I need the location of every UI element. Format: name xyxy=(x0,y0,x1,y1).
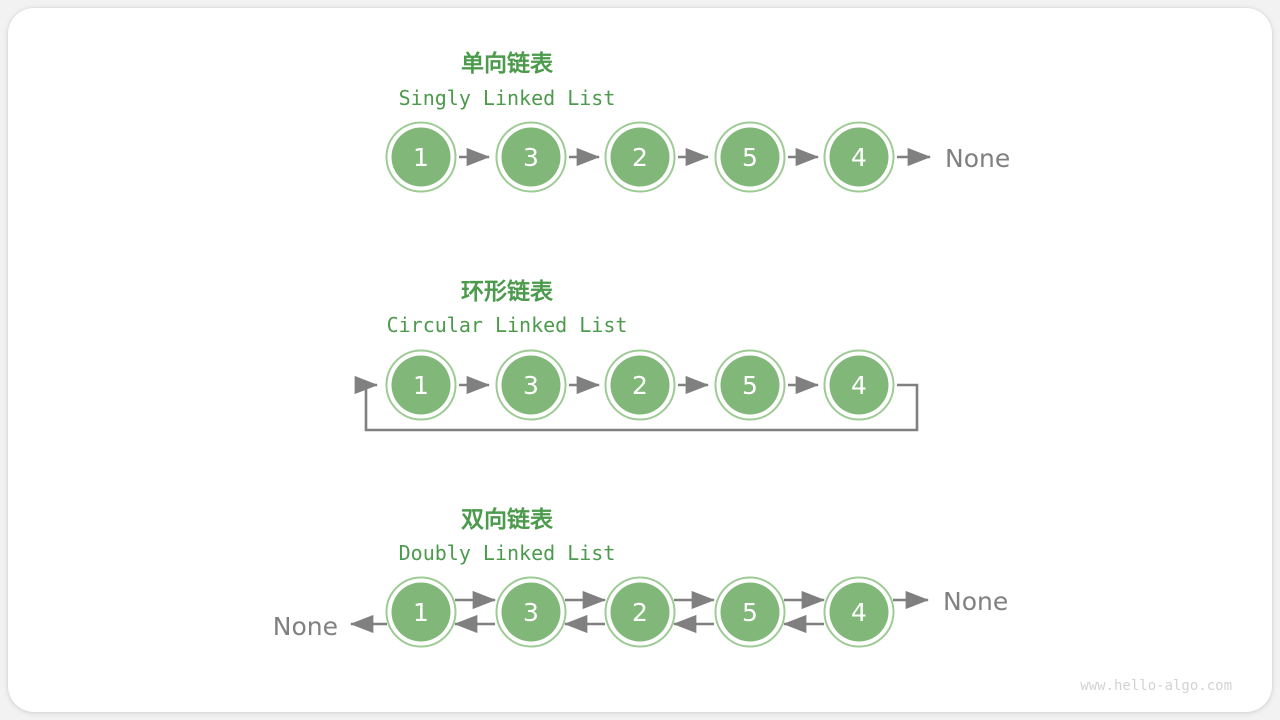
circular-node-0: 1 xyxy=(385,349,457,421)
section-title-en-doubly: Doubly Linked List xyxy=(399,541,616,565)
doubly-node-1: 3 xyxy=(495,576,567,648)
node-value: 2 xyxy=(632,371,648,400)
node-value: 5 xyxy=(742,143,758,172)
node-value: 1 xyxy=(413,143,429,172)
node-value: 1 xyxy=(413,598,429,627)
section-title-en-circular: Circular Linked List xyxy=(387,313,628,337)
singly-node-3: 5 xyxy=(714,121,786,193)
node-value: 2 xyxy=(632,143,648,172)
watermark-label: www.hello-algo.com xyxy=(1080,678,1232,694)
circular-node-3: 5 xyxy=(714,349,786,421)
singly-node-0: 1 xyxy=(385,121,457,193)
node-value: 5 xyxy=(742,598,758,627)
doubly-node-0: 1 xyxy=(385,576,457,648)
node-value: 2 xyxy=(632,598,648,627)
doubly-head-none-label: None xyxy=(273,612,338,641)
edge-circular-wraparound xyxy=(354,375,919,432)
node-value: 4 xyxy=(851,143,867,172)
node-value: 3 xyxy=(523,371,539,400)
section-singly: 单向链表 Singly Linked List 1 3 xyxy=(385,50,1010,193)
section-title-cn-circular: 环形链表 xyxy=(461,278,554,305)
doubly-node-4: 4 xyxy=(823,576,895,648)
section-doubly: 双向链表 Doubly Linked List xyxy=(273,506,1008,648)
singly-node-2: 2 xyxy=(604,121,676,193)
singly-node-4: 4 xyxy=(823,121,895,193)
node-value: 4 xyxy=(851,598,867,627)
circular-node-4: 4 xyxy=(823,349,895,421)
doubly-node-3: 5 xyxy=(714,576,786,648)
node-value: 1 xyxy=(413,371,429,400)
section-title-en-singly: Singly Linked List xyxy=(399,86,616,110)
section-title-cn-singly: 单向链表 xyxy=(461,50,554,77)
singly-node-1: 3 xyxy=(495,121,567,193)
circular-node-2: 2 xyxy=(604,349,676,421)
doubly-node-2: 2 xyxy=(604,576,676,648)
node-value: 4 xyxy=(851,371,867,400)
circular-node-1: 3 xyxy=(495,349,567,421)
doubly-tail-none-label: None xyxy=(943,587,1008,616)
node-value: 3 xyxy=(523,598,539,627)
singly-tail-none-label: None xyxy=(945,144,1010,173)
section-circular: 环形链表 Circular Linked List 1 3 xyxy=(354,278,919,432)
node-value: 3 xyxy=(523,143,539,172)
node-value: 5 xyxy=(742,371,758,400)
section-title-cn-doubly: 双向链表 xyxy=(461,506,554,533)
